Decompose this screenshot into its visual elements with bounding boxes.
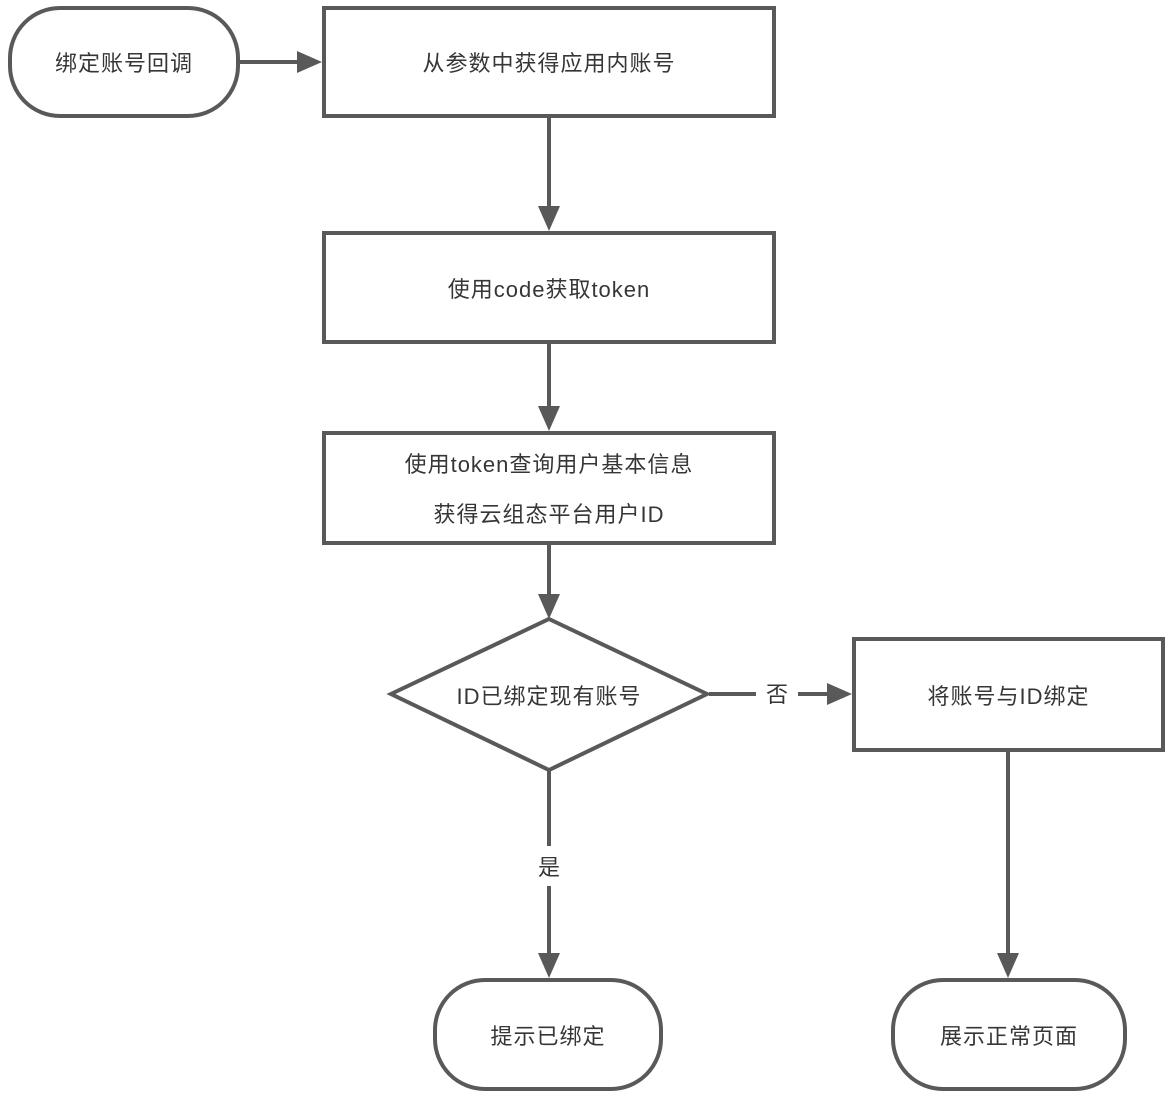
arrow-start-to-get-account — [240, 51, 322, 73]
process-query-user-label-line1: 使用token查询用户基本信息 — [404, 452, 694, 477]
terminal-normal-page: 展示正常页面 — [891, 978, 1127, 1091]
terminal-already-bound-label: 提示已绑定 — [490, 1023, 606, 1049]
decision-id-bound: ID已绑定现有账号 — [391, 619, 707, 770]
process-query-user-label-line2: 获得云组态平台用户ID — [433, 502, 665, 527]
edge-label-yes: 是 — [527, 846, 571, 886]
arrow-get-token-to-query-user — [538, 344, 560, 431]
decision-diamond-shape — [386, 616, 712, 773]
process-bind-account-label: 将账号与ID绑定 — [927, 683, 1090, 709]
process-query-user: 使用token查询用户基本信息 获得云组态平台用户ID — [322, 431, 776, 545]
process-get-token: 使用code获取token — [322, 231, 776, 344]
edge-label-no: 否 — [755, 673, 799, 713]
process-bind-account: 将账号与ID绑定 — [852, 637, 1165, 752]
terminal-already-bound: 提示已绑定 — [433, 978, 663, 1091]
process-get-account: 从参数中获得应用内账号 — [322, 6, 776, 118]
process-get-account-label: 从参数中获得应用内账号 — [422, 51, 676, 76]
process-get-token-label: 使用code获取token — [447, 276, 651, 302]
terminal-normal-page-label: 展示正常页面 — [939, 1023, 1078, 1049]
terminal-start: 绑定账号回调 — [8, 6, 240, 118]
arrow-get-account-to-get-token — [538, 118, 560, 231]
decision-id-bound-label: ID已绑定现有账号 — [456, 683, 642, 709]
arrow-bind-account-to-normal-page — [997, 752, 1019, 978]
terminal-start-label: 绑定账号回调 — [54, 51, 193, 76]
arrow-query-user-to-decision — [538, 545, 560, 619]
